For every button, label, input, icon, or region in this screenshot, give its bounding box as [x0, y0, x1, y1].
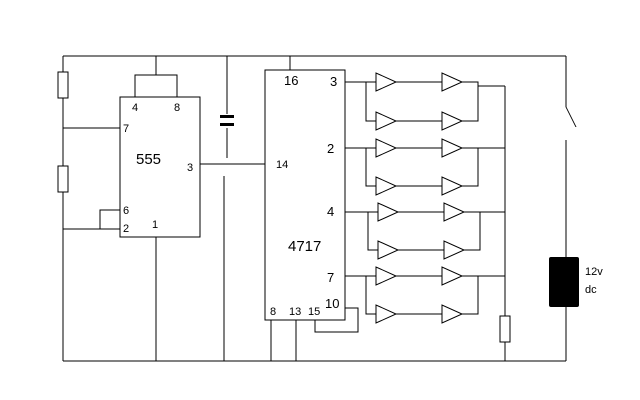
pin-label: 6: [123, 205, 129, 217]
buffer-output-wire: [464, 211, 481, 251]
buffer-gate: [441, 176, 464, 196]
pin-label: 16: [284, 73, 298, 88]
battery-voltage-label: 12v: [585, 266, 603, 278]
resistor-r3: [499, 315, 511, 343]
pin-label: 4: [132, 102, 138, 114]
pin-label: 14: [276, 159, 288, 171]
timing-capacitor: [220, 115, 234, 126]
pin4-pin8-link-wire: [134, 74, 178, 97]
buffer-gate: [443, 240, 466, 260]
output-branch-wire: [345, 211, 378, 251]
power-switch: [565, 106, 577, 128]
power-section: 12v dc: [549, 56, 603, 361]
ic-4717-label: 4717: [288, 238, 321, 255]
capacitor-plate: [220, 115, 234, 118]
buffer-array: [345, 72, 506, 361]
buffer-gate: [375, 72, 398, 92]
ic-555-body: [119, 96, 201, 238]
pin-label: 2: [123, 223, 129, 235]
buffer-output-wire: [462, 147, 479, 187]
pin-label: 8: [174, 102, 180, 114]
buffer-gate: [375, 176, 398, 196]
pin-label: 1: [152, 219, 158, 231]
pin-label: 2: [327, 141, 334, 156]
buffer-gate: [375, 304, 398, 324]
buffer-gate: [375, 266, 398, 286]
ic-4717: 4717 16 14 3 2 4 7 10 8 13 15: [264, 69, 346, 321]
pin-label: 3: [330, 74, 337, 89]
pin-label: 15: [308, 306, 320, 318]
buffer-gate: [377, 202, 400, 222]
pin-label: 13: [289, 306, 301, 318]
ic-555-label: 555: [136, 151, 161, 168]
ic-555: 555 4 8 7 3 6 2 1: [119, 96, 201, 238]
buffer-output-wire: [462, 275, 479, 315]
resistor-r1: [57, 71, 69, 99]
pin-label: 8: [270, 306, 276, 318]
pin-label: 7: [327, 270, 334, 285]
output-branch-wire: [345, 81, 376, 122]
pin6-link-wire: [99, 209, 120, 229]
resistor-r2: [57, 165, 69, 193]
pin-label: 7: [123, 123, 129, 135]
buffer-gate: [441, 138, 464, 158]
capacitor-plate: [220, 123, 234, 126]
buffer-gate: [377, 240, 400, 260]
buffer-gate: [441, 72, 464, 92]
buffer-gate: [375, 111, 398, 131]
battery-type-label: dc: [585, 284, 597, 296]
buffer-gate: [441, 111, 464, 131]
pin-label: 3: [187, 162, 193, 174]
pin-label: 10: [325, 296, 339, 311]
buffer-gate: [441, 304, 464, 324]
buffer-gate: [375, 138, 398, 158]
supply-wiring: [62, 55, 566, 362]
pin-label: 4: [327, 204, 334, 219]
buffer-output-wire: [462, 81, 479, 122]
buffer-gate: [443, 202, 466, 222]
output-branch-wire: [345, 147, 376, 187]
battery: [549, 257, 579, 307]
buffer-gate: [441, 266, 464, 286]
output-branch-wire: [345, 275, 376, 315]
pin15-pin10-link-wire: [314, 307, 359, 333]
ic-4717-body: [264, 69, 346, 321]
